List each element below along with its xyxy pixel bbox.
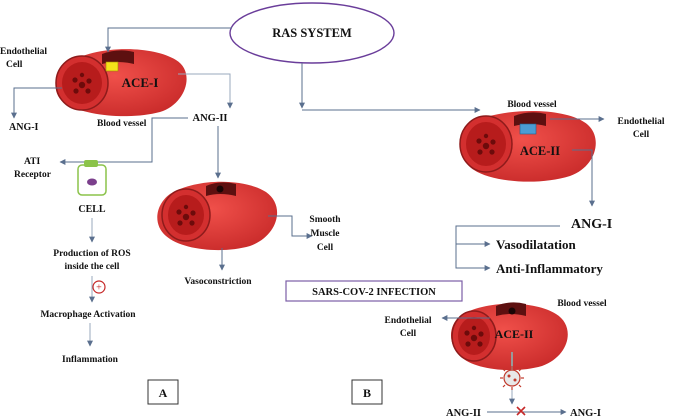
vasoconstriction-label: Vasoconstriction — [184, 277, 252, 287]
ace2-bottom-label: ACE-II — [495, 327, 534, 341]
ang1-left-label: ANG-I — [9, 122, 39, 133]
blood-vessel-label-b-top: Blood vessel — [507, 100, 557, 110]
blood-vessel-ace2-bottom — [451, 302, 568, 371]
arrow-ace1-to-ang1 — [11, 87, 62, 119]
at1-receptor-label-2: Receptor — [14, 170, 52, 180]
block-x-icon — [516, 406, 526, 416]
cell-icon — [77, 160, 107, 196]
endothelial-cell-label-left-2: Cell — [6, 60, 23, 70]
ang2-center-label: ANG-II — [192, 113, 227, 124]
arrow-ace1-to-ang2 — [178, 73, 233, 109]
arrow-to-smooth-muscle-cell — [268, 215, 313, 239]
blood-vessel-label-left: Blood vessel — [97, 119, 147, 129]
plus-symbol: + — [96, 283, 102, 294]
smooth-muscle-label-1: Smooth — [309, 215, 341, 225]
arrow-ang2-to-at1 — [59, 117, 188, 165]
at1-receptor-label-1: ATI — [24, 157, 40, 167]
ace1-marker — [105, 61, 119, 72]
virus-icon — [500, 352, 524, 390]
endothelial-bottom-label-2: Cell — [400, 329, 417, 339]
sars-cov-2-label: SARS-COV-2 INFECTION — [312, 287, 436, 298]
blood-vessel-label-b-bottom: Blood vessel — [557, 299, 607, 309]
endothelial-cell-label-left-1: Endothelial — [0, 47, 47, 57]
cell-label: CELL — [78, 204, 106, 215]
ros-label-2: inside the cell — [65, 262, 120, 272]
macrophage-label: Macrophage Activation — [40, 310, 136, 320]
inflammation-label: Inflammation — [62, 355, 119, 365]
ang1-b-label: ANG-I — [571, 217, 612, 232]
ace2-marker — [519, 123, 537, 135]
ras-system-label: RAS SYSTEM — [272, 26, 352, 40]
panel-b-box — [351, 379, 383, 405]
ras-system-ellipse — [229, 2, 395, 64]
smooth-muscle-label-3: Cell — [317, 243, 334, 253]
blood-vessel-ace1 — [55, 49, 187, 117]
vasodilatation-label: Vasodilatation — [496, 237, 576, 252]
panel-a-label: A — [159, 386, 168, 400]
endothelial-right-label-1: Endothelial — [618, 117, 665, 127]
arrow-ace2-to-ang1 — [572, 149, 595, 207]
ros-label-1: Production of ROS — [53, 249, 130, 259]
arrow-ras-to-ace1 — [105, 27, 232, 53]
ace1-label: ACE-I — [122, 75, 159, 90]
endothelial-right-label-2: Cell — [633, 130, 650, 140]
blood-vessel-ace2-top — [459, 110, 596, 182]
endothelial-bottom-label-1: Endothelial — [385, 316, 432, 326]
ang1-bottom-label: ANG-I — [570, 408, 601, 418]
anti-inflammatory-label: Anti-Inflammatory — [496, 261, 603, 276]
sars-cov-2-box — [285, 280, 463, 302]
ace2-top-label: ACE-II — [520, 144, 560, 158]
plus-icon — [92, 280, 106, 294]
branch-ang1 — [455, 225, 560, 271]
ang2-bottom-label: ANG-II — [446, 408, 481, 418]
blood-vessel-smooth-muscle — [157, 181, 278, 251]
smooth-muscle-label-2: Muscle — [310, 229, 339, 239]
panel-a-box — [147, 379, 179, 405]
panel-b-label: B — [363, 386, 371, 400]
